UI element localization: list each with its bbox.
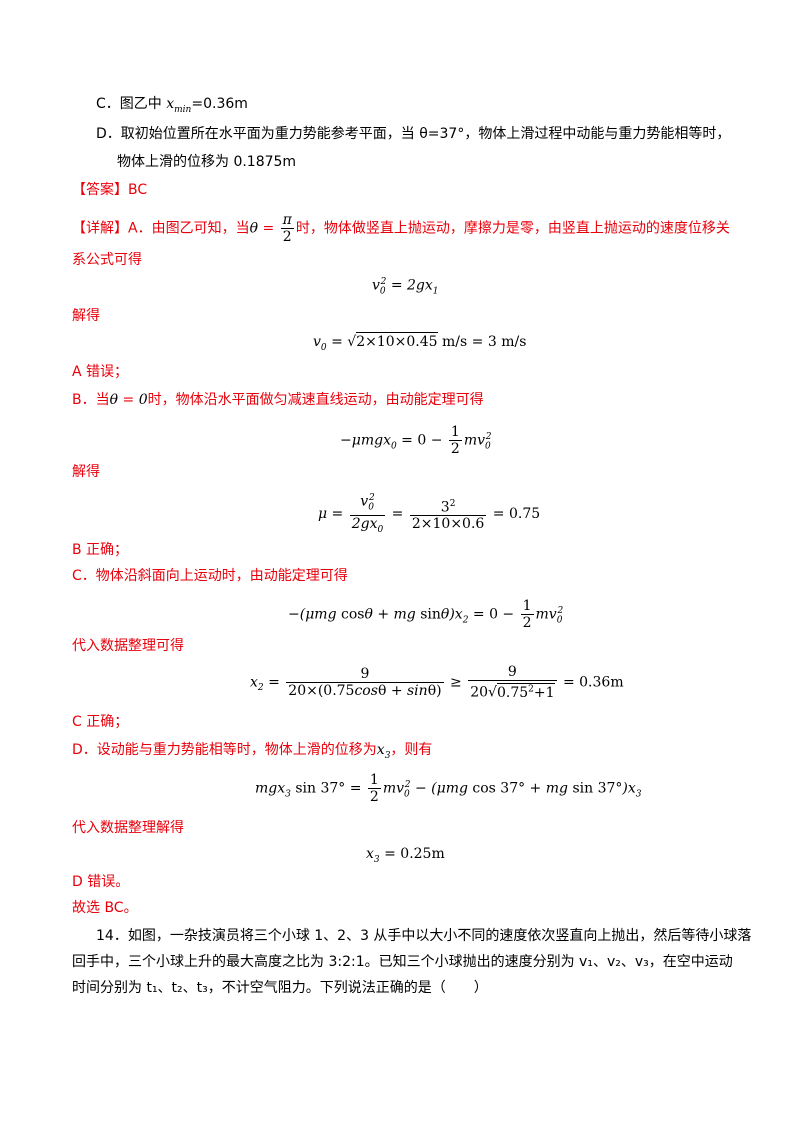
option-c: C．图乙中 xmin=0.36m [96, 96, 248, 115]
d-statement: D．设动能与重力势能相等时，物体上滑的位移为x3，则有 [72, 742, 433, 761]
b-statement: B．当θ = 0时，物体沿水平面做匀减速直线运动，由动能定理可得 [72, 392, 484, 408]
question-14-line3: 时间分别为 t₁、t₂、t₃，不计空气阻力。下列说法正确的是（ ） [72, 980, 488, 996]
b-right: B 正确； [72, 542, 129, 558]
question-14-line2: 回手中，三个小球上升的最大高度之比为 3:2:1。已知三个小球抛出的速度分别为 … [72, 954, 733, 970]
option-d-line1: D．取初始位置所在水平面为重力势能参考平面，当 θ=37°，物体上滑过程中动能与… [96, 126, 731, 142]
detail-line2: 系公式可得 [72, 252, 142, 268]
option-d-line2: 物体上滑的位移为 0.1875m [117, 154, 297, 170]
jiede-1: 解得 [72, 308, 100, 324]
equation-8: x3 = 0.25m [366, 846, 445, 865]
equation-2: v0 = √2×10×0.45 m/s = 3 m/s [313, 332, 527, 353]
answer-label: 【答案】BC [72, 182, 148, 198]
c-right: C 正确； [72, 714, 129, 730]
c-statement: C．物体沿斜面向上运动时，由动能定理可得 [72, 568, 348, 584]
jiede-2: 解得 [72, 464, 100, 480]
daoru-2: 代入数据整理解得 [72, 820, 184, 836]
daoru-1: 代入数据整理可得 [72, 638, 184, 654]
equation-1: v02 = 2gx1 [372, 277, 439, 297]
a-wrong: A 错误； [72, 364, 129, 380]
question-14-line1: 14．如图，一杂技演员将三个小球 1、2、3 从手中以大小不同的速度依次竖直向上… [96, 928, 752, 944]
choose-bc: 故选 BC。 [72, 900, 138, 916]
d-wrong: D 错误。 [72, 874, 130, 890]
